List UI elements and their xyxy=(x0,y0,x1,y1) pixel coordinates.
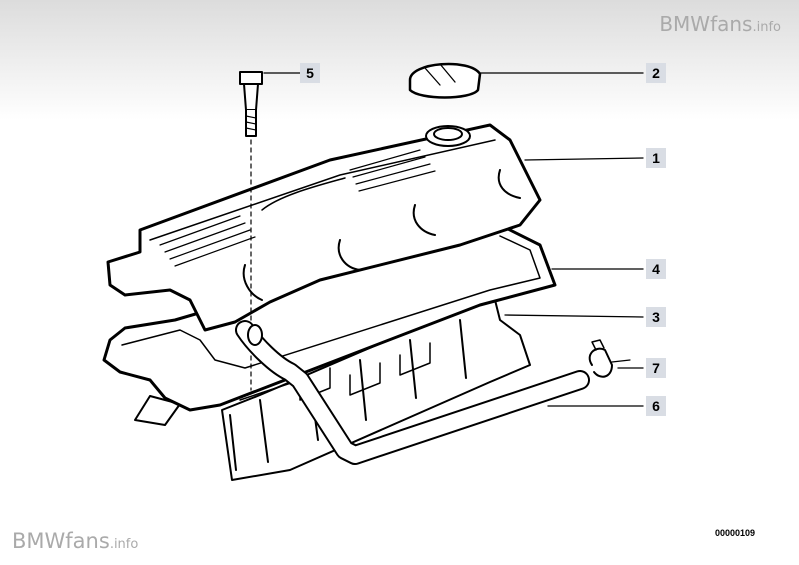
leader-1 xyxy=(524,157,644,161)
watermark-top-suffix: .info xyxy=(752,20,781,35)
header-gradient xyxy=(0,0,799,120)
callout-5: 5 xyxy=(300,63,320,83)
watermark-bottom-brand: BMWfans xyxy=(12,529,110,553)
watermark-top-brand: BMWfans xyxy=(659,12,753,36)
filler-cap xyxy=(408,62,482,99)
cylinder-head-cover xyxy=(106,123,542,332)
callout-2: 2 xyxy=(646,63,666,83)
watermark-bottom-suffix: .info xyxy=(109,537,139,552)
watermark-bottom: BMWfans.info xyxy=(12,529,138,553)
leader-lines xyxy=(263,72,644,407)
leader-3 xyxy=(504,314,644,318)
watermark-top: BMWfans.info xyxy=(659,12,781,36)
drawing-number: 00000109 xyxy=(714,528,755,538)
hose xyxy=(235,320,590,465)
callout-6: 6 xyxy=(646,396,666,416)
callout-3: 3 xyxy=(646,307,666,327)
callout-4: 4 xyxy=(646,259,666,279)
bolt xyxy=(239,71,263,391)
callout-1: 1 xyxy=(646,148,666,168)
hose-clamp xyxy=(588,339,631,378)
callout-7: 7 xyxy=(646,358,666,378)
